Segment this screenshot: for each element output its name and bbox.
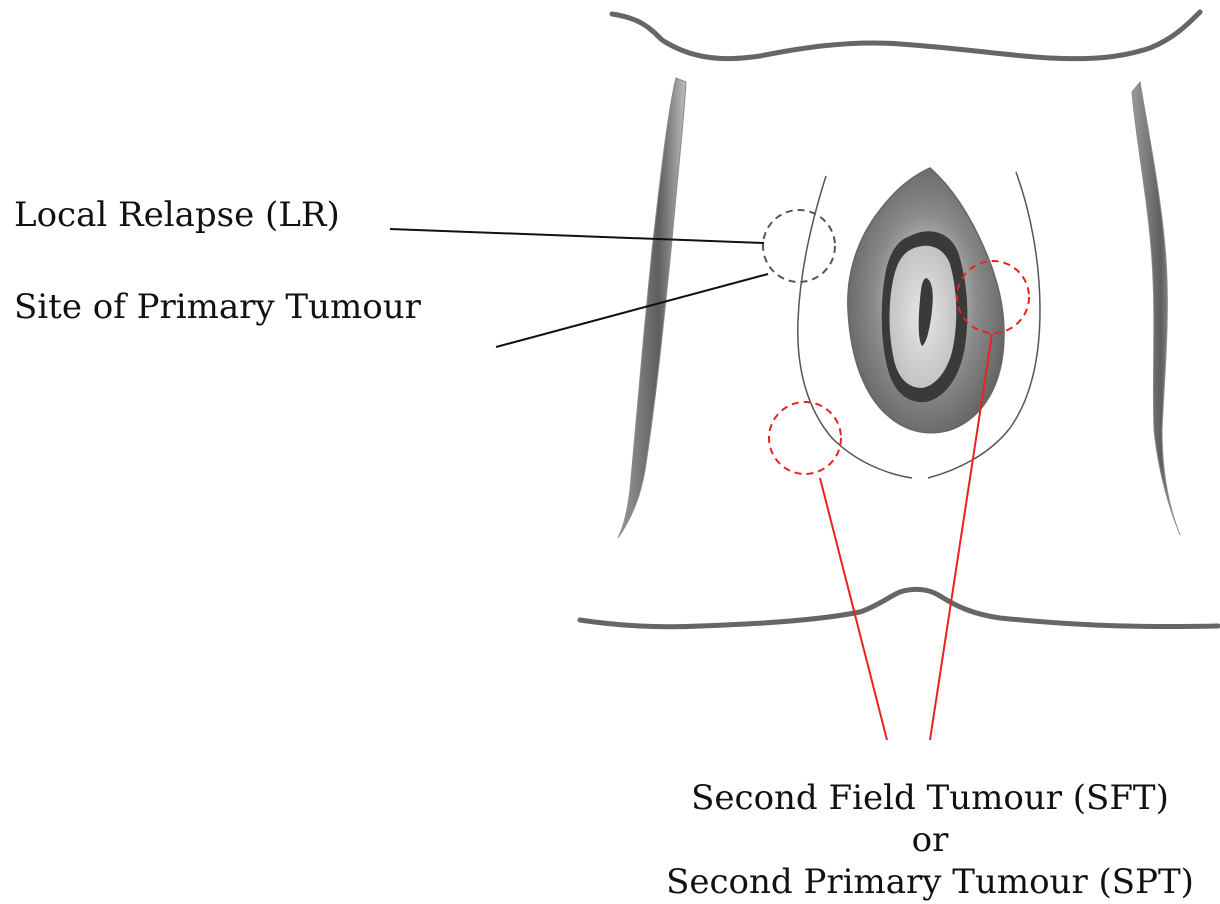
lower-body-contour <box>580 589 1218 626</box>
primary-tumour-site-label: Site of Primary Tumour <box>14 290 421 324</box>
primary-site-leader-line <box>496 274 768 347</box>
second-tumour-circle-lower <box>769 402 841 474</box>
local-relapse-leader-line <box>390 229 764 243</box>
or-label: or <box>640 819 1220 861</box>
left-side-contour <box>618 78 686 538</box>
second-tumour-caption: Second Field Tumour (SFT) or Second Prim… <box>640 777 1220 903</box>
upper-body-contour <box>612 12 1200 59</box>
second-primary-tumour-label: Second Primary Tumour (SPT) <box>640 861 1220 903</box>
local-relapse-label: Local Relapse (LR) <box>14 198 340 232</box>
right-side-contour <box>1132 82 1180 535</box>
local-relapse-circle <box>763 210 835 282</box>
second-field-tumour-label: Second Field Tumour (SFT) <box>640 777 1220 819</box>
second-tumour-leader-line-left <box>820 478 887 740</box>
